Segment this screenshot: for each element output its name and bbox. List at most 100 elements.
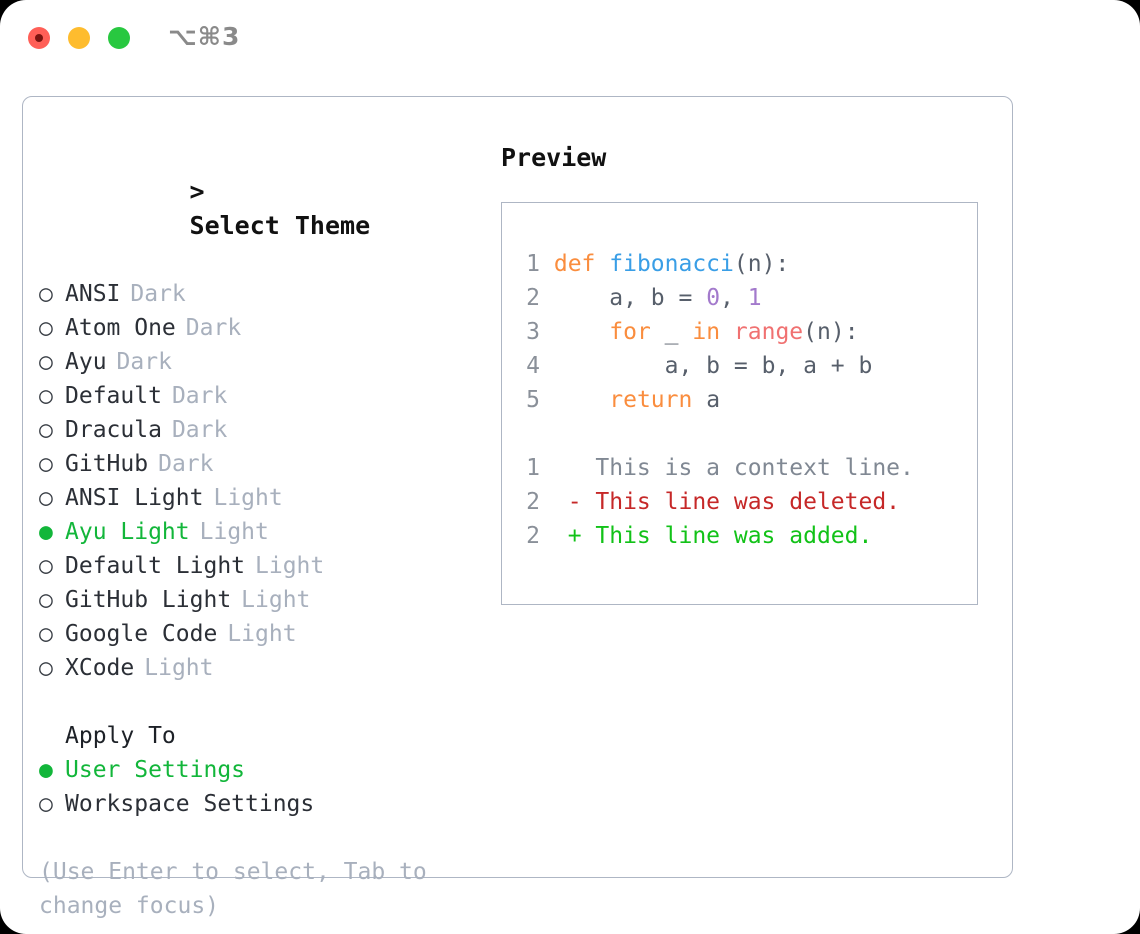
theme-option-label: Dracula xyxy=(65,417,162,443)
diff-line-del: 2 - This line was deleted. xyxy=(518,485,914,519)
code-token: range xyxy=(733,319,804,345)
theme-option-github-light[interactable]: ○ GitHub Light Light xyxy=(39,583,489,617)
code-token: a xyxy=(692,387,721,413)
theme-option-label: Ayu Light xyxy=(65,519,190,545)
diff-text: This is a context line. xyxy=(595,455,914,481)
select-theme-label: Select Theme xyxy=(189,211,371,240)
diff-text: This line was deleted. xyxy=(595,489,901,515)
theme-option-label: XCode xyxy=(65,655,135,681)
minimize-button[interactable] xyxy=(68,27,90,49)
code-diff-spacer xyxy=(518,417,914,451)
radio-unselected-icon: ○ xyxy=(39,281,53,307)
line-number: 2 xyxy=(526,523,540,549)
theme-option-kind: Light xyxy=(199,519,269,545)
radio-unselected-icon: ○ xyxy=(39,791,53,817)
diff-line-ctx: 1 This is a context line. xyxy=(518,451,914,485)
radio-unselected-icon: ○ xyxy=(39,383,53,409)
line-number: 1 xyxy=(526,455,540,481)
theme-option-label: Atom One xyxy=(65,315,176,341)
diff-marker: + xyxy=(540,523,596,549)
close-button[interactable] xyxy=(28,27,50,49)
radio-unselected-icon: ○ xyxy=(39,655,53,681)
theme-option-kind: Light xyxy=(241,587,311,613)
code-token: return xyxy=(609,387,693,413)
line-number: 1 xyxy=(526,251,540,277)
theme-option-label: GitHub Light xyxy=(65,587,232,613)
apply-to-option-workspace-settings[interactable]: ○ Workspace Settings xyxy=(39,787,489,821)
theme-option-label: GitHub xyxy=(65,451,149,477)
maximize-button[interactable] xyxy=(108,27,130,49)
radio-unselected-icon: ○ xyxy=(39,587,53,613)
preview-heading: Preview xyxy=(501,143,607,172)
code-token: (n): xyxy=(803,319,859,345)
code-token: 0 xyxy=(706,285,721,311)
code-token xyxy=(554,387,609,413)
window-title: ⌥⌘3 xyxy=(168,22,241,51)
theme-option-ayu-light[interactable]: ● Ayu Light Light xyxy=(39,515,489,549)
title-bar: ⌥⌘3 xyxy=(0,0,1140,78)
line-number: 4 xyxy=(526,353,540,379)
code-token: for xyxy=(609,319,651,345)
prompt-caret-icon: > xyxy=(189,177,205,206)
line-number: 2 xyxy=(526,489,540,515)
code-line: 2 a, b = 0, 1 xyxy=(518,281,914,315)
radio-unselected-icon: ○ xyxy=(39,451,53,477)
theme-option-kind: Light xyxy=(213,485,283,511)
apply-to-option-user-settings[interactable]: ●User Settings xyxy=(39,753,489,787)
radio-unselected-icon: ○ xyxy=(39,621,53,647)
theme-option-kind: Dark xyxy=(171,383,228,409)
theme-option-ansi-light[interactable]: ○ ANSI Light Light xyxy=(39,481,489,515)
code-token xyxy=(720,319,734,345)
code-line: 5 return a xyxy=(518,383,914,417)
code-token: in xyxy=(692,319,721,345)
theme-option-ayu[interactable]: ○ Ayu Dark xyxy=(39,345,489,379)
theme-option-kind: Dark xyxy=(185,315,242,341)
keyboard-hint: (Use Enter to select, Tab to change focu… xyxy=(39,859,441,919)
code-token: , xyxy=(720,285,748,311)
theme-option-kind: Dark xyxy=(158,451,214,477)
radio-selected-icon: ● xyxy=(39,519,53,545)
theme-option-label: Ayu xyxy=(65,349,107,375)
radio-unselected-icon: ○ xyxy=(39,417,53,443)
code-line: 3 for _ in range(n): xyxy=(518,315,914,349)
theme-option-label: Google Code xyxy=(65,621,218,647)
section-spacer xyxy=(39,685,489,719)
apply-to-option-label: User Settings xyxy=(65,757,246,783)
code-token: a, b = b, a + b xyxy=(553,353,873,379)
diff-text: This line was added. xyxy=(595,523,873,549)
code-token: def xyxy=(553,251,610,277)
theme-option-kind: Dark xyxy=(116,349,172,375)
apply-to-option-label: Workspace Settings xyxy=(65,791,315,817)
radio-unselected-icon: ○ xyxy=(39,485,53,511)
select-theme-heading: > Select Theme xyxy=(39,141,489,277)
code-line: 4 a, b = b, a + b xyxy=(518,349,914,383)
theme-option-label: ANSI Light xyxy=(65,485,204,511)
code-token: a, b = xyxy=(553,285,707,311)
line-number: 3 xyxy=(526,319,540,345)
radio-unselected-icon: ○ xyxy=(39,349,53,375)
code-token: _ xyxy=(650,319,693,345)
apply-to-option-list: ●User Settings ○ Workspace Settings xyxy=(39,753,489,821)
diff-marker: - xyxy=(540,489,596,515)
apply-to-heading: Apply To xyxy=(65,723,176,749)
theme-option-github[interactable]: ○ GitHub Dark xyxy=(39,447,489,481)
theme-option-kind: Dark xyxy=(130,281,186,307)
code-token: (n): xyxy=(733,251,790,277)
code-line: 1 def fibonacci(n): xyxy=(518,247,914,281)
line-number: 5 xyxy=(526,387,540,413)
diff-marker xyxy=(540,455,595,481)
code-token: 1 xyxy=(747,285,762,311)
theme-option-kind: Light xyxy=(255,553,325,579)
